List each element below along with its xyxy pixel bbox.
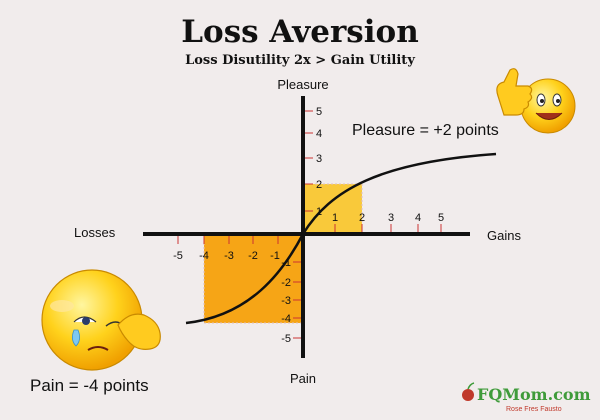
x-tick-label: -1 xyxy=(270,250,280,262)
x-tick-label: 5 xyxy=(438,212,444,224)
thumbs-up-smiley-icon xyxy=(496,68,576,134)
pain-annotation: Pain = -4 points xyxy=(30,376,149,395)
y-tick-label: 1 xyxy=(316,206,322,218)
page-subtitle: Loss Disutility 2x > Gain Utility xyxy=(185,53,415,68)
y-tick-label: -1 xyxy=(281,257,291,269)
x-tick-labels: -5 -4 -3 -2 -1 1 2 3 4 5 xyxy=(173,212,444,262)
logo-tagline: Rose Fres Fausto xyxy=(506,406,562,413)
x-tick-label: -3 xyxy=(224,250,234,262)
gain-utility-box xyxy=(303,184,362,232)
page-title: Loss Aversion xyxy=(181,14,418,50)
tick-marks xyxy=(177,110,442,339)
brand-logo: FQMom.com Rose Fres Fausto xyxy=(462,382,591,413)
logo-apple-icon xyxy=(462,389,474,401)
x-tick-label: -5 xyxy=(173,250,183,262)
axis-label-losses: Losses xyxy=(74,225,116,240)
axis-label-pain: Pain xyxy=(290,371,316,386)
y-tick-label: -2 xyxy=(281,277,291,289)
logo-name: FQMom.com xyxy=(477,385,591,404)
crying-smiley-icon xyxy=(41,269,161,371)
y-tick-label: 5 xyxy=(316,106,322,118)
value-function-curve xyxy=(185,152,497,325)
y-tick-labels: 5 4 3 2 1 -1 -2 -3 -4 -5 xyxy=(281,106,322,345)
y-tick-label: -3 xyxy=(281,295,291,307)
x-tick-label: 4 xyxy=(415,212,421,224)
pleasure-annotation: Pleasure = +2 points xyxy=(352,122,499,139)
y-tick-label: 2 xyxy=(316,179,322,191)
x-tick-label: -2 xyxy=(248,250,258,262)
y-tick-label: 4 xyxy=(316,128,322,140)
x-tick-label: 3 xyxy=(388,212,394,224)
loss-disutility-box xyxy=(204,235,303,323)
y-tick-label: -5 xyxy=(281,333,291,345)
x-tick-label: 1 xyxy=(332,212,338,224)
axis-label-gains: Gains xyxy=(487,228,521,243)
x-tick-label: -4 xyxy=(199,250,209,262)
axis-label-pleasure: Pleasure xyxy=(277,77,328,92)
y-tick-label: -4 xyxy=(281,313,291,325)
x-tick-label: 2 xyxy=(359,212,365,224)
y-tick-label: 3 xyxy=(316,153,322,165)
